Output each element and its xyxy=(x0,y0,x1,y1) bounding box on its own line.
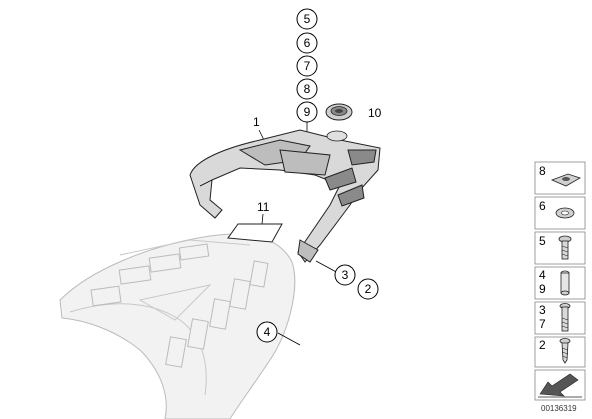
callout-stack: 5 6 7 8 9 xyxy=(296,8,318,123)
svg-text:2: 2 xyxy=(539,338,546,352)
panel-row-8[interactable]: 8 xyxy=(534,161,586,195)
panel-row-2[interactable]: 2 xyxy=(534,336,586,368)
panel-row-4-9[interactable]: 4 9 xyxy=(534,266,586,300)
small-parts-panel: 8 6 5 xyxy=(534,161,586,401)
panel-row-3-7[interactable]: 3 7 xyxy=(534,301,586,335)
svg-text:9: 9 xyxy=(304,105,311,119)
washer-icon xyxy=(555,207,575,219)
luggage-rack xyxy=(189,129,381,263)
label-part-1[interactable]: 1 xyxy=(253,115,260,129)
svg-text:4: 4 xyxy=(264,325,271,339)
panel-row-5[interactable]: 5 xyxy=(534,231,586,265)
panel-row-arrow[interactable] xyxy=(534,369,586,401)
svg-text:7: 7 xyxy=(304,59,311,73)
svg-text:7: 7 xyxy=(539,317,546,331)
panel-row-6[interactable]: 6 xyxy=(534,196,586,230)
callout-5[interactable]: 5 xyxy=(296,8,318,30)
direction-arrow-icon xyxy=(538,373,582,398)
callout-9[interactable]: 9 xyxy=(296,101,318,123)
svg-text:2: 2 xyxy=(365,282,372,296)
rear-body-ghost xyxy=(59,233,296,419)
callout-4[interactable]: 4 xyxy=(256,321,278,343)
svg-text:8: 8 xyxy=(539,164,546,178)
callout-3[interactable]: 3 xyxy=(334,264,356,286)
screw-icon xyxy=(559,338,571,364)
callout-8[interactable]: 8 xyxy=(296,78,318,100)
svg-text:5: 5 xyxy=(304,12,311,26)
svg-text:6: 6 xyxy=(304,36,311,50)
svg-text:3: 3 xyxy=(342,268,349,282)
mount-bracket-ghosts xyxy=(90,243,269,368)
svg-text:8: 8 xyxy=(304,82,311,96)
bolt-long-icon xyxy=(559,303,571,332)
svg-text:3: 3 xyxy=(539,303,546,317)
screw-short-icon xyxy=(558,235,572,260)
badge-emblem xyxy=(325,103,353,142)
svg-text:5: 5 xyxy=(539,234,546,248)
callout-2[interactable]: 2 xyxy=(357,278,379,300)
label-part-11[interactable]: 11 xyxy=(257,200,270,214)
callout-7[interactable]: 7 xyxy=(296,55,318,77)
diagram-code: 00136319 xyxy=(541,404,577,413)
spacer-sleeve-icon xyxy=(560,270,570,296)
clip-nut-icon xyxy=(550,173,581,187)
adhesive-pad xyxy=(227,223,283,243)
label-part-10[interactable]: 10 xyxy=(368,106,382,120)
callout-6[interactable]: 6 xyxy=(296,32,318,54)
svg-text:9: 9 xyxy=(539,282,546,296)
svg-text:6: 6 xyxy=(539,199,546,213)
svg-text:4: 4 xyxy=(539,268,546,282)
